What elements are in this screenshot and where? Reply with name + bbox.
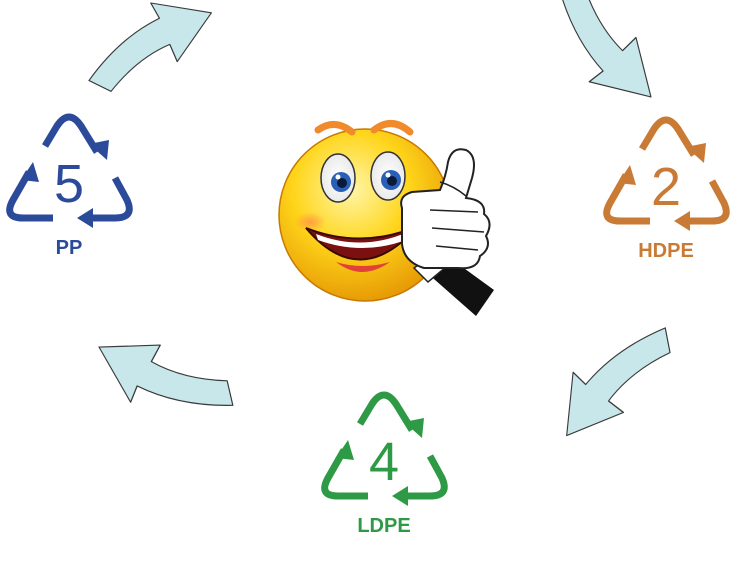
resin-code-label: PP (56, 237, 83, 259)
thumbs-up-smiley-icon (279, 123, 494, 316)
resin-code-number: 4 (369, 432, 399, 492)
cycle-arrow-bottom-left (83, 311, 242, 451)
recycling-symbol-pp: 5PP (10, 117, 130, 259)
resin-code-label: HDPE (638, 240, 694, 262)
resin-code-number: 2 (651, 157, 681, 217)
resin-code-label: LDPE (357, 515, 410, 537)
resin-code-number: 5 (54, 154, 84, 214)
cycle-arrow-bottom-right (543, 299, 680, 459)
cycle-arrow-top-right (523, 0, 679, 118)
cycle-arrow-top-left (72, 0, 225, 97)
